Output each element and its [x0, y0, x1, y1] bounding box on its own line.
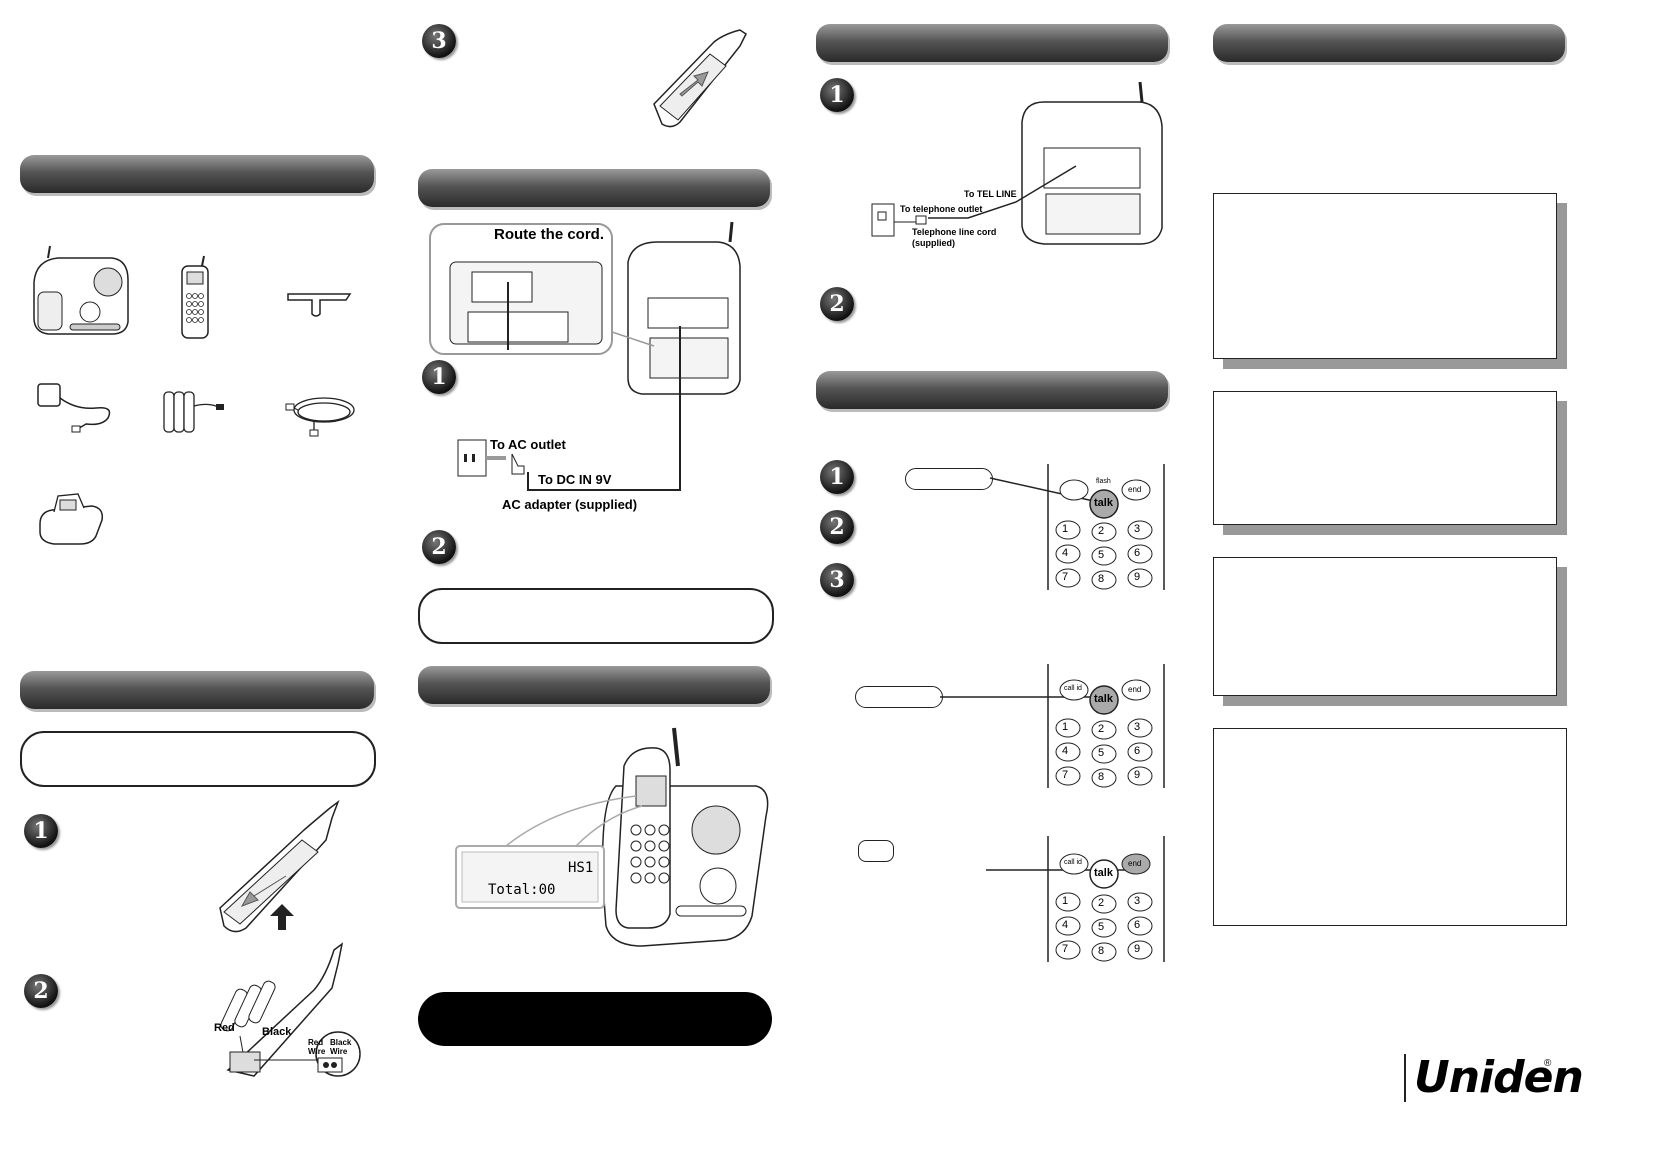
battery-black-label: Black — [262, 1026, 292, 1038]
key-8-c: 8 — [1098, 945, 1105, 957]
talk-key-label: talk — [1094, 497, 1113, 509]
ac-adapter-illustration — [37, 383, 111, 433]
battery-pack-illustration — [163, 391, 224, 433]
key-2-b: 2 — [1098, 723, 1105, 735]
base-back-illustration — [429, 221, 741, 491]
battery-cover-close-illustration — [653, 29, 747, 128]
talk-key-label-2: talk — [1094, 693, 1113, 705]
end-callout — [858, 840, 894, 862]
note-box-2 — [1213, 391, 1557, 525]
step-number-3-call: 3 — [820, 563, 854, 597]
uniden-logo: Uniden — [1414, 1052, 1584, 1103]
key-1-b: 1 — [1062, 721, 1069, 733]
telephone-cord-supplied-label: (supplied) — [912, 238, 955, 248]
key-5: 5 — [1098, 549, 1105, 561]
note-box-3 — [1213, 557, 1557, 696]
ac-adapter-label: AC adapter (supplied) — [502, 497, 638, 512]
step-number-1-call: 1 — [820, 460, 854, 494]
key-5-b: 5 — [1098, 747, 1105, 759]
end-key-label: end — [1128, 485, 1142, 494]
flash-key-label: flash — [1096, 478, 1111, 485]
section-header-bar-battery — [20, 671, 374, 709]
step-number-2-call: 2 — [820, 510, 854, 544]
section-header-bar-power — [418, 169, 770, 207]
key-1: 1 — [1062, 523, 1069, 535]
phone-line-illustration — [871, 81, 1163, 245]
key-7-c: 7 — [1062, 943, 1069, 955]
section-header-bar-charging — [418, 666, 770, 704]
charger-illustration — [39, 493, 104, 545]
keypad-1: talk end flash 1 2 3 4 5 6 7 8 9 — [1044, 464, 1168, 590]
key-4-c: 4 — [1062, 919, 1069, 931]
important-note-bar — [418, 992, 772, 1046]
display-total: Total:00 — [488, 882, 556, 898]
key-3-b: 3 — [1134, 721, 1141, 733]
key-9-c: 9 — [1134, 943, 1141, 955]
section-header-bar-calls — [816, 371, 1168, 409]
key-7-b: 7 — [1062, 769, 1069, 781]
callid-key-label-3: call id — [1064, 859, 1082, 866]
base-unit-illustration — [33, 245, 129, 335]
keypad-3: talk end call id 1 2 3 4 5 6 7 8 9 — [1044, 836, 1168, 962]
talk-callout-2 — [855, 686, 943, 708]
callid-key-label-2: call id — [1064, 685, 1082, 692]
key-9-b: 9 — [1134, 769, 1141, 781]
key-3: 3 — [1134, 523, 1141, 535]
key-5-c: 5 — [1098, 921, 1105, 933]
step-number-2-line: 2 — [820, 287, 854, 321]
display-handset-id: HS1 — [568, 860, 594, 876]
battery-wire-black-label: Black Wire — [330, 1038, 352, 1056]
step-number-1-line: 1 — [820, 78, 854, 112]
power-note-box — [418, 588, 774, 644]
battery-wire-red-label: Red Wire — [308, 1038, 326, 1056]
key-1-c: 1 — [1062, 895, 1069, 907]
note-box-1 — [1213, 193, 1557, 359]
belt-clip-illustration — [287, 293, 352, 317]
section-header-bar-col4 — [1213, 24, 1565, 62]
key-4: 4 — [1062, 547, 1069, 559]
battery-cover-illustration — [219, 799, 340, 933]
battery-note-box — [20, 731, 376, 787]
step-number-2: 2 — [24, 974, 58, 1008]
key-8: 8 — [1098, 573, 1105, 585]
route-cord-label: Route the cord. — [494, 226, 605, 243]
note-box-4 — [1213, 728, 1567, 926]
telephone-cord-label: Telephone line cord — [912, 227, 997, 237]
step-number-3: 3 — [422, 24, 456, 58]
key-2: 2 — [1098, 525, 1105, 537]
section-header-bar-package-contents — [20, 155, 374, 193]
key-6: 6 — [1134, 547, 1141, 559]
talk-callout-1 — [905, 468, 993, 490]
telephone-cord-illustration — [285, 397, 355, 437]
ac-outlet-label: To AC outlet — [490, 437, 566, 452]
key-3-c: 3 — [1134, 895, 1141, 907]
key-4-b: 4 — [1062, 745, 1069, 757]
battery-install-illustration — [220, 942, 361, 1077]
telephone-outlet-label: To telephone outlet — [900, 204, 983, 214]
handset-illustration — [181, 255, 209, 339]
charging-illustration — [455, 727, 769, 947]
battery-red-label: Red — [214, 1022, 235, 1034]
key-7: 7 — [1062, 571, 1069, 583]
step-number-1-power: 1 — [422, 360, 456, 394]
section-header-bar-phone-line — [816, 24, 1168, 62]
key-2-c: 2 — [1098, 897, 1105, 909]
step-number-2-power: 2 — [422, 530, 456, 564]
end-key-label-2: end — [1128, 685, 1142, 694]
key-9: 9 — [1134, 571, 1141, 583]
step-number-1: 1 — [24, 814, 58, 848]
registered-mark: ® — [1544, 1058, 1552, 1069]
talk-key-label-3: talk — [1094, 867, 1113, 879]
logo-divider — [1404, 1054, 1406, 1102]
keypad-2: talk end call id 1 2 3 4 5 6 7 8 9 — [1044, 664, 1168, 788]
key-8-b: 8 — [1098, 771, 1105, 783]
key-6-b: 6 — [1134, 745, 1141, 757]
dc-in-label: To DC IN 9V — [538, 472, 612, 487]
key-6-c: 6 — [1134, 919, 1141, 931]
end-key-label-3: end — [1128, 859, 1142, 868]
tel-line-label: To TEL LINE — [964, 189, 1017, 199]
